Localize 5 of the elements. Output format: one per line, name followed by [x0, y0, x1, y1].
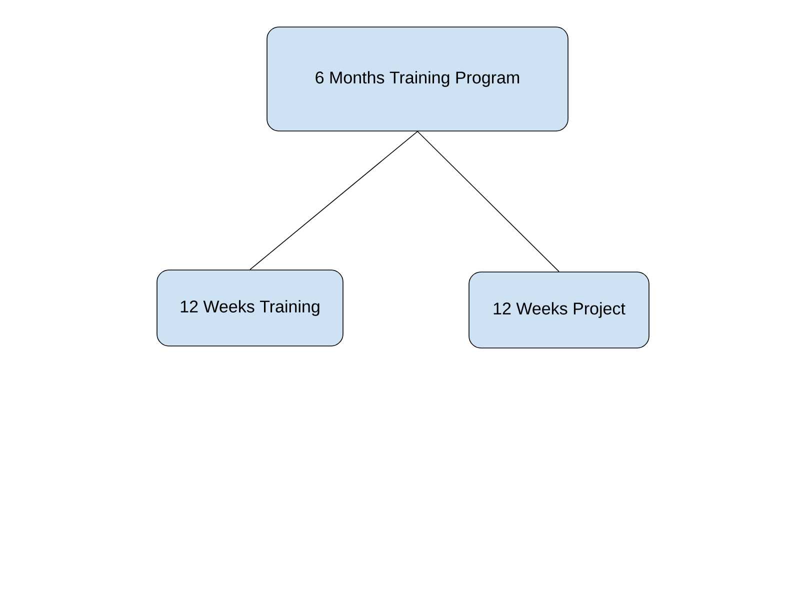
- process-box: 6 Months Training Program: [266, 26, 568, 132]
- process-box: 12 Weeks Project: [468, 272, 650, 348]
- connector-line: [250, 131, 418, 270]
- connector-line: [417, 131, 560, 272]
- process-box: 12 Weeks Training: [156, 270, 344, 346]
